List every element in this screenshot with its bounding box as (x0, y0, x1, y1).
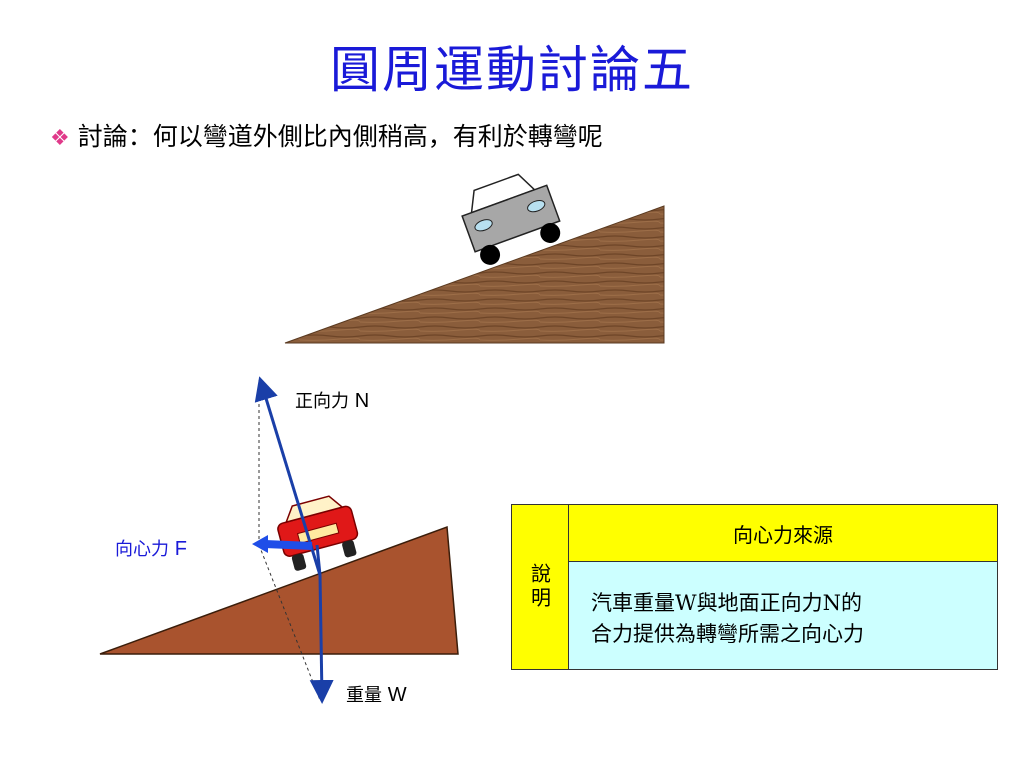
force-diagram (99, 376, 459, 704)
weight-label: 重量 W (346, 684, 407, 706)
wooden-ramp (284, 205, 665, 344)
centripetal-force-arrow (264, 540, 313, 550)
weight-arrow (309, 574, 334, 704)
explanation-body: 汽車重量W與地面正向力N的 合力提供為轉彎所需之向心力 (569, 562, 997, 669)
banked-ramp (99, 525, 459, 655)
explanation-side-label: 說明 (512, 505, 569, 669)
explanation-line: 汽車重量W與地面正向力N的 (591, 591, 862, 615)
discussion-bullet: ❖ 討論：何以彎道外側比內側稍高，有利於轉彎呢 (50, 117, 603, 153)
centripetal-force-label: 向心力 F (115, 538, 187, 560)
discussion-text: 討論：何以彎道外側比內側稍高，有利於轉彎呢 (77, 122, 603, 151)
explanation-header: 向心力來源 (569, 505, 997, 562)
normal-force-label: 正向力 N (295, 390, 370, 412)
explanation-table: 說明 向心力來源 汽車重量W與地面正向力N的 合力提供為轉彎所需之向心力 (511, 504, 998, 670)
wooden-ramp-illustration (284, 173, 665, 344)
diamond-bullet-icon: ❖ (50, 126, 70, 151)
explanation-line: 合力提供為轉彎所需之向心力 (591, 622, 864, 646)
dashed-resultant-guide (258, 544, 321, 701)
gray-car-icon (461, 173, 561, 265)
slide-title: 圓周運動討論五 (330, 41, 694, 99)
